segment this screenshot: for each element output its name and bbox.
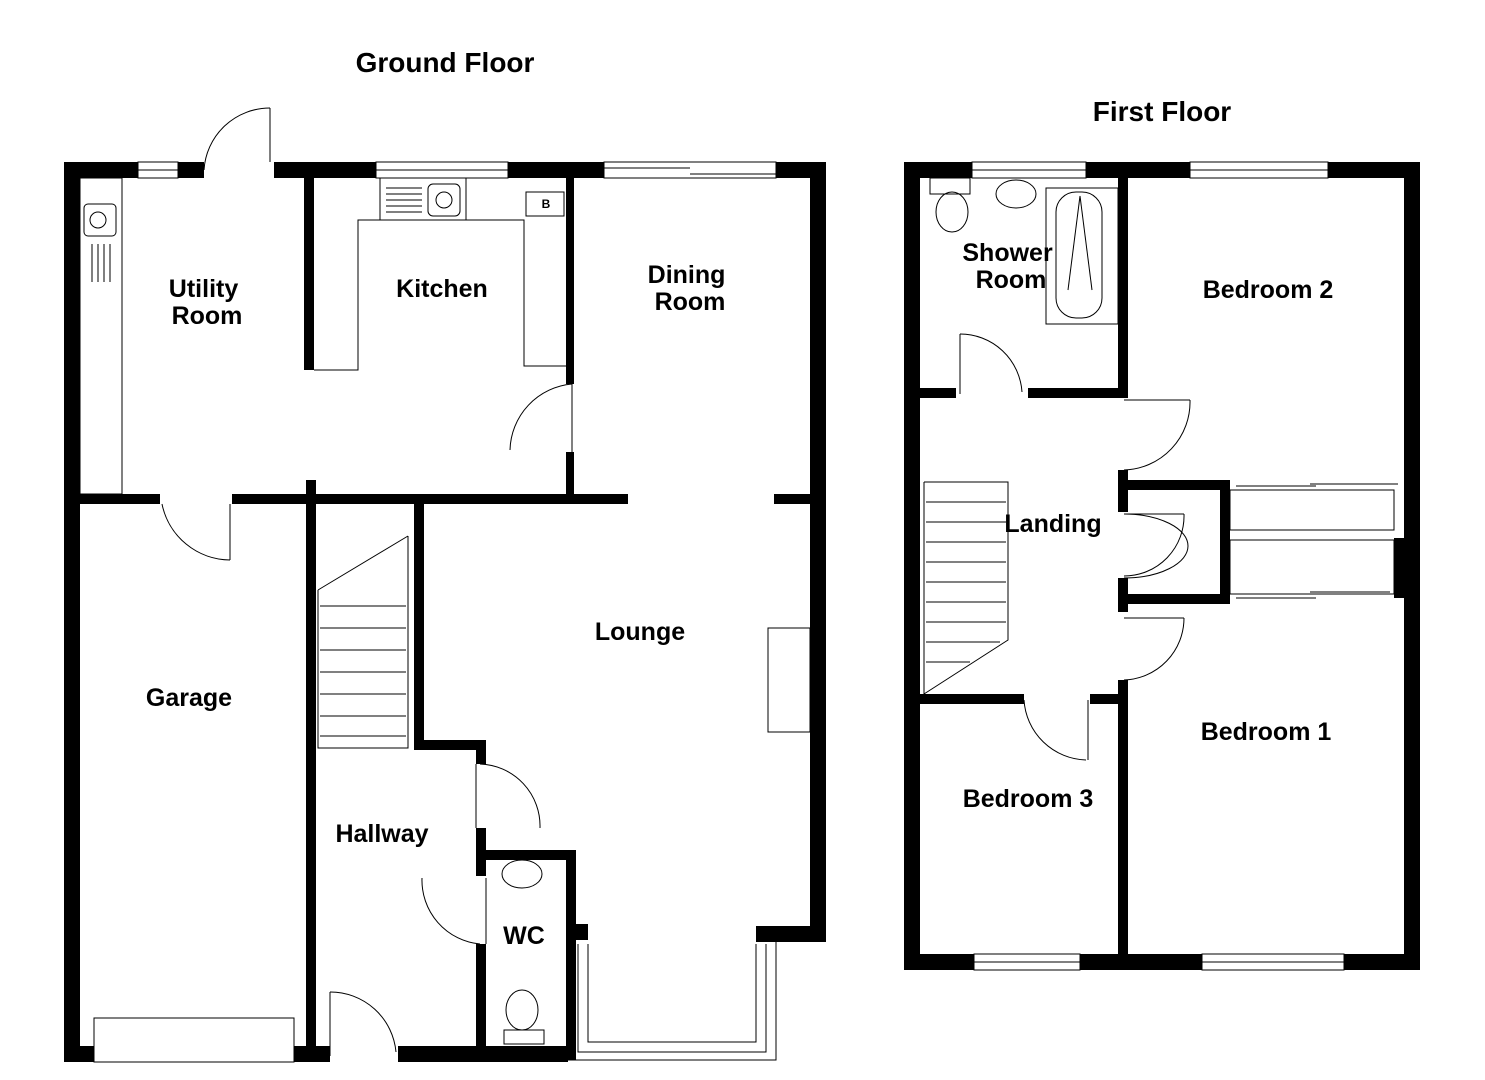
first-floor-title: First Floor	[1093, 96, 1232, 127]
landing-label: Landing	[1004, 510, 1101, 538]
kitchen-label: Kitchen	[396, 275, 488, 303]
ground-floor-windows	[93, 161, 777, 1063]
utility-room-label: Utility Room	[169, 275, 245, 330]
first-floor-labels: Shower Room Bedroom 2 Landing Bedroom 1 …	[962, 239, 1333, 813]
hallway-label: Hallway	[335, 820, 428, 848]
first-floor-walls	[904, 162, 1420, 970]
first-floor-plan: First Floor	[904, 96, 1420, 971]
bedroom-2-label: Bedroom 2	[1203, 276, 1334, 304]
bedroom-3-label: Bedroom 3	[963, 785, 1094, 813]
first-floor-fixtures	[923, 177, 1119, 695]
bedroom-1-label: Bedroom 1	[1201, 718, 1332, 746]
first-floor-doors	[959, 333, 1398, 761]
first-floor-windows	[971, 161, 1345, 971]
ground-floor-doors	[161, 107, 573, 1056]
garage-label: Garage	[146, 684, 232, 712]
boiler-label: B	[542, 197, 551, 211]
ground-floor-fixtures: B	[79, 177, 811, 1045]
ground-floor-plan: Ground Floor	[64, 47, 826, 1063]
lounge-label: Lounge	[595, 618, 685, 646]
shower-room-label: Shower Room	[962, 239, 1059, 294]
ground-floor-labels: Utility Room Kitchen Dining Room Garage …	[146, 261, 733, 950]
dining-room-label: Dining Room	[648, 261, 733, 316]
ground-floor-walls	[64, 162, 826, 1062]
ground-floor-title: Ground Floor	[356, 47, 535, 78]
wc-label: WC	[503, 922, 545, 950]
boiler-icon	[525, 191, 565, 217]
